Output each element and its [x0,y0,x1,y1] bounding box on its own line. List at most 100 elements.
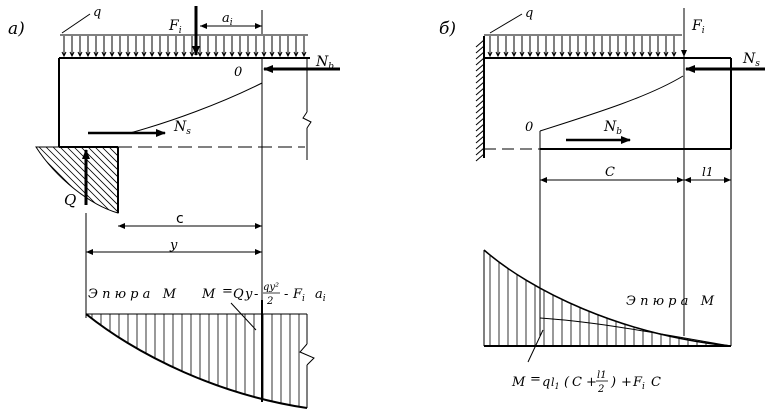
wall-hatch [475,141,485,150]
wall-hatch [475,51,485,60]
load-arrow-head [133,51,139,58]
load-arrow-head [205,51,211,58]
load-arrow-head [663,51,669,58]
svg-text:ai: ai [315,287,326,304]
svg-text:-: - [254,287,258,302]
wall-hatch [475,99,485,108]
axial-ns-label-b: Ns [742,51,760,69]
load-arrow-head [591,51,597,58]
hatch-line [59,147,118,213]
dim-y-label-a: y [169,238,178,253]
wall-hatch [475,105,485,114]
svg-text:q: q [542,375,550,390]
load-arrow-head [285,51,291,58]
load-arrow-head [567,51,573,58]
load-arrow-head [631,51,637,58]
force-fi-label-b: Fi [691,18,705,36]
wall-hatch [475,135,485,144]
wall-hatch [475,63,485,72]
dimensions-b [540,149,732,346]
wall-hatch [475,39,485,48]
load-arrow-head [261,51,267,58]
load-arrow-head [277,51,283,58]
load-arrow-head [141,51,147,58]
hatch-line [66,147,118,213]
wall-hatch [475,147,485,156]
hatch-line [115,147,118,213]
hatch-line [151,147,221,217]
wall-hatch [475,75,485,84]
load-arrow-head [77,51,83,58]
load-arrow-head [221,51,227,58]
hatch-line [52,147,118,213]
load-arrow-head [101,51,107,58]
svg-text:M: M [201,287,216,302]
body-b [484,57,732,336]
wall-hatch [475,69,485,78]
hatch-line [45,147,117,213]
axial-nb-label-a: Nb [315,54,334,72]
arm-ai-label-a: ai [222,11,233,28]
load-arrow-head [69,51,75,58]
distributed-load-b [484,34,682,58]
wall-hatch [475,129,485,138]
panel-label-a: а) [8,19,25,39]
body-a [58,57,312,300]
load-arrow-head [559,51,565,58]
svg-text:qy²: qy² [263,282,279,293]
load-arrow-head [165,51,171,58]
svg-text:+: + [621,375,632,390]
dimension-ai-a [200,10,263,34]
load-arrow-head [301,51,307,58]
load-arrow-head [623,51,629,58]
wall-hatch [475,57,485,66]
axial-nb-label-b: Nb [603,119,622,137]
load-arrow-head [213,51,219,58]
svg-text:l1: l1 [597,370,607,381]
load-arrow-head [655,51,661,58]
hatch-line [80,147,118,213]
figure-b: б) q Fi Ns 0 Nb [439,6,765,395]
hatch-line [158,147,228,217]
formula-b: M = q l1 ( C + l1 2 ) + Fi C [511,370,661,395]
load-arrow-head [551,51,557,58]
wall-hatch [475,153,485,162]
origin-label-b: 0 [525,120,533,135]
svg-text:-: - [284,287,288,302]
svg-text:C: C [651,375,661,390]
svg-text:=: = [530,372,541,387]
load-arrow-head [583,51,589,58]
origin-label-a: 0 [234,65,242,80]
reaction-diagram-a [35,146,228,217]
dim-c-label-a: c [176,211,184,227]
axial-ns-label-a: Ns [173,119,191,137]
svg-text:2: 2 [266,296,273,307]
svg-text:=: = [222,284,233,299]
load-arrow-head [253,51,259,58]
load-arrow-head [173,51,179,58]
hatch-line [87,147,118,213]
hatch-line [101,147,118,213]
wall-hatch [475,45,485,54]
load-arrow-head [229,51,235,58]
load-arrow-head [639,51,645,58]
svg-text:+: + [586,375,597,390]
distributed-load-a [60,34,308,58]
dimensions-a [85,213,262,318]
svg-text:Fi: Fi [292,287,305,304]
load-arrow-head [61,51,67,58]
panel-label-b: б) [439,19,456,39]
hatch-line [108,147,118,213]
load-arrow-head [93,51,99,58]
load-arrow-head [599,51,605,58]
load-label-a: q [93,5,101,20]
load-arrow-head [125,51,131,58]
hatch-line [123,147,193,217]
load-arrow-head [149,51,155,58]
svg-text:Fi: Fi [632,375,645,392]
svg-text:Q: Q [233,287,244,302]
hatch-line [137,147,207,217]
load-arrow-head [269,51,275,58]
svg-text:M: M [511,375,526,390]
